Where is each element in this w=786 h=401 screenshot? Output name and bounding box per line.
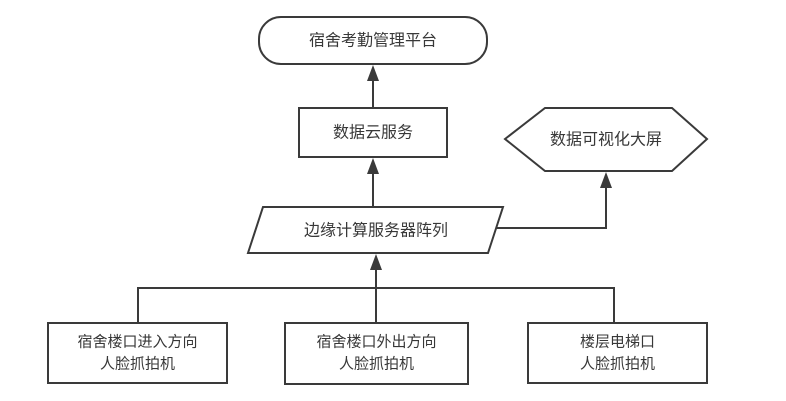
camera-entry-shape xyxy=(47,322,228,384)
node-camera-elevator: 楼层电梯口 人脸抓拍机 xyxy=(527,322,708,384)
node-platform: 宿舍考勤管理平台 xyxy=(258,16,488,65)
node-bigscreen-label: 数据可视化大屏 xyxy=(550,131,662,149)
node-bigscreen: 数据可视化大屏 xyxy=(503,107,709,172)
node-camera-elevator-label-line2: 人脸抓拍机 xyxy=(580,356,655,373)
node-camera-exit-label-line1: 宿舍楼口外出方向 xyxy=(316,334,436,351)
node-cloud: 数据云服务 xyxy=(298,107,448,158)
arrowhead-up-icon xyxy=(370,254,382,270)
arrowhead-up-icon xyxy=(367,158,379,174)
node-edge-servers-label: 边缘计算服务器阵列 xyxy=(304,221,448,240)
connector-line xyxy=(496,188,607,229)
camera-elevator-shape xyxy=(527,322,708,384)
node-camera-exit-label-line2: 人脸抓拍机 xyxy=(339,356,414,373)
node-camera-entry: 宿舍楼口进入方向 人脸抓拍机 xyxy=(47,322,228,384)
connector-camera-bus xyxy=(137,254,615,324)
node-camera-entry-label-line2: 人脸抓拍机 xyxy=(100,356,175,373)
connector-edge-to-bigscreen xyxy=(496,172,612,229)
edge-servers-shape xyxy=(246,206,505,254)
connector-cloud-to-platform xyxy=(367,65,379,107)
node-platform-label: 宿舍考勤管理平台 xyxy=(309,32,437,50)
cloud-shape xyxy=(298,107,448,158)
node-camera-elevator-label-line1: 楼层电梯口 xyxy=(580,334,655,351)
platform-shape xyxy=(258,16,488,65)
node-edge-servers: 边缘计算服务器阵列 xyxy=(246,206,505,254)
arrowhead-up-icon xyxy=(600,172,612,188)
node-camera-exit: 宿舍楼口外出方向 人脸抓拍机 xyxy=(284,322,469,385)
node-cloud-label: 数据云服务 xyxy=(333,124,413,142)
node-camera-entry-label-line1: 宿舍楼口进入方向 xyxy=(77,334,197,351)
arrowhead-up-icon xyxy=(367,65,379,81)
camera-exit-shape xyxy=(284,322,469,385)
connector-edge-to-cloud xyxy=(367,158,379,206)
bigscreen-shape xyxy=(503,107,709,172)
